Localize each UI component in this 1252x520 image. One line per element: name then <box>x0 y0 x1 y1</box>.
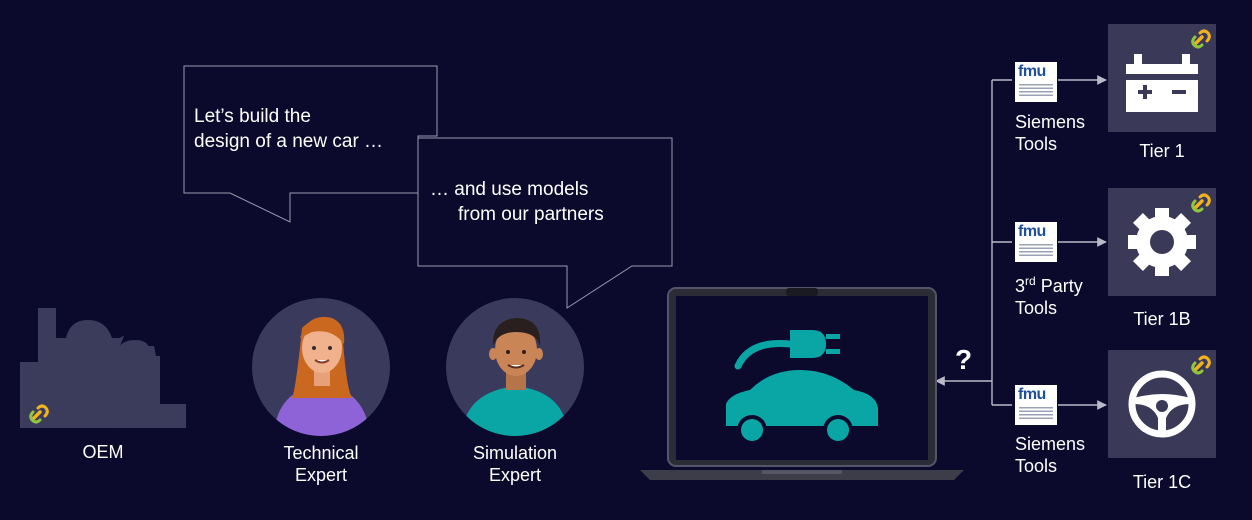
fmu-logo: fmu <box>1015 62 1057 102</box>
tool-1-line-2: Tools <box>1015 134 1058 154</box>
oem-label: OEM <box>82 442 124 462</box>
bubble-2-line-1: … and use models <box>430 179 589 200</box>
bubble-1-line-1: Let’s build the <box>194 106 311 127</box>
steering-wheel-icon <box>1128 370 1196 438</box>
tool-label-1: Siemens Tools <box>1015 111 1085 155</box>
tier-1-label: Tier 1 <box>1139 141 1185 161</box>
battery-icon <box>1126 54 1198 112</box>
simulation-expert-line-1: Simulation <box>472 443 558 463</box>
fmu-logo-text: fmu <box>1018 63 1046 80</box>
tool-label-3: Siemens Tools <box>1015 433 1085 477</box>
laptop-icon <box>640 287 964 480</box>
simulation-expert-label: Simulation Expert <box>454 442 576 486</box>
tool-label-2: 3rd Party Tools <box>1015 270 1083 319</box>
tool-3-line-2: Tools <box>1015 456 1058 476</box>
bubble-text-1: Let’s build the design of a new car … <box>194 104 383 154</box>
simulation-expert-line-2: Expert <box>488 465 542 485</box>
electric-car-icon <box>726 370 878 445</box>
link-icon <box>29 404 49 424</box>
tool-2-party: Party <box>1035 276 1083 296</box>
ev-plug-icon <box>734 330 840 370</box>
tool-3-line-1: Siemens <box>1015 434 1086 454</box>
link-icon <box>1191 29 1211 49</box>
question-mark: ? <box>955 344 973 375</box>
fmu-logo: fmu <box>1015 385 1057 425</box>
bubble-2-line-2: from our partners <box>458 204 604 225</box>
technical-expert-avatar <box>252 298 390 436</box>
tool-1-line-1: Siemens <box>1015 112 1086 132</box>
gear-icon <box>1128 208 1196 276</box>
technical-expert-line-1: Technical <box>283 443 359 463</box>
link-icon <box>1191 193 1211 213</box>
tier-1b-label: Tier 1B <box>1133 309 1191 329</box>
link-icon <box>1191 355 1211 375</box>
tool-2-ordinal: rd <box>1025 274 1036 288</box>
factory-icon <box>20 308 186 428</box>
simulation-expert-avatar <box>446 298 584 436</box>
technical-expert-label: Technical Expert <box>260 442 382 486</box>
fmu-logo-text: fmu <box>1018 386 1046 403</box>
tool-2-line-1: 3rd Party <box>1015 270 1083 297</box>
bubble-text-2: … and use models from our partners <box>430 177 604 227</box>
tool-2-line-2: Tools <box>1015 298 1058 318</box>
technical-expert-line-2: Expert <box>294 465 348 485</box>
fmu-logo-text: fmu <box>1018 223 1046 240</box>
fmu-logo: fmu <box>1015 222 1057 262</box>
bubble-1-line-2: design of a new car … <box>194 131 384 152</box>
tier-1c-label: Tier 1C <box>1132 472 1192 492</box>
tool-2-number: 3 <box>1015 276 1026 296</box>
